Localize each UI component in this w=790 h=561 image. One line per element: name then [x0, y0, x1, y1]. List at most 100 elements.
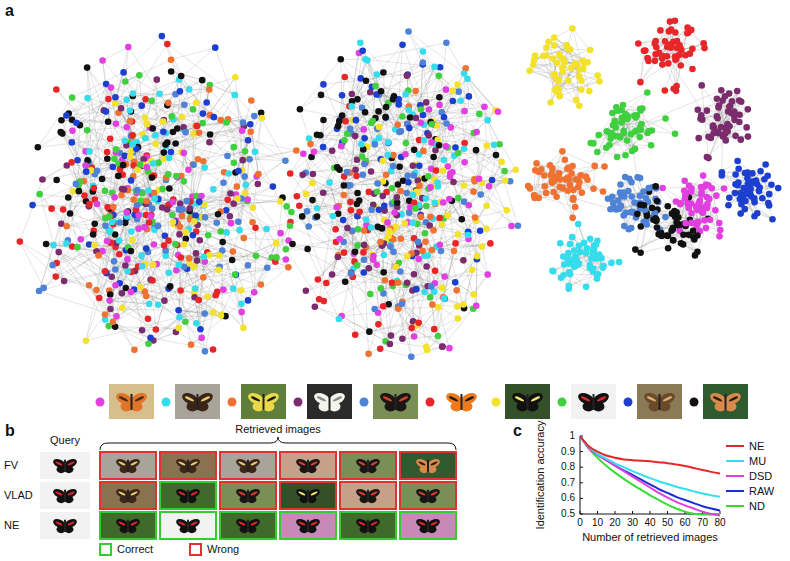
network-node: [251, 113, 258, 120]
network-node: [515, 222, 522, 229]
network-node: [430, 154, 437, 161]
network-node: [320, 189, 327, 196]
network-node: [352, 331, 359, 338]
wing-band: [200, 396, 210, 403]
network-node: [170, 199, 177, 206]
network-node: [150, 160, 157, 167]
network-node: [735, 165, 742, 172]
network-node: [434, 179, 441, 186]
network-node: [127, 107, 134, 114]
network-node: [429, 301, 436, 308]
network-node: [370, 253, 377, 260]
network-node: [348, 103, 355, 110]
network-node: [614, 154, 621, 161]
network-node: [191, 218, 198, 225]
network-node: [594, 149, 601, 156]
wing-band: [238, 461, 246, 466]
legend-label: DSD: [748, 470, 773, 483]
body: [427, 490, 429, 502]
y-tick-label: 0.9: [560, 446, 576, 458]
network-node: [113, 120, 120, 127]
network-node: [396, 129, 403, 136]
wing-band: [67, 461, 75, 466]
network-node: [461, 145, 468, 152]
legend-label: Correct: [116, 543, 154, 556]
network-node: [102, 311, 109, 318]
network-node: [370, 118, 377, 125]
network-node: [193, 250, 200, 257]
network-node: [455, 315, 462, 322]
network-node: [106, 297, 113, 304]
network-node: [68, 139, 75, 146]
network-node: [50, 242, 57, 249]
thumb-ground: [100, 482, 156, 509]
thumb-ground: [280, 482, 336, 509]
network-node: [565, 188, 572, 195]
network-node: [610, 122, 617, 129]
network-node: [161, 242, 168, 249]
network-node: [128, 248, 135, 255]
network-node: [558, 274, 565, 281]
network-node: [200, 110, 207, 117]
network-node: [176, 231, 183, 238]
wing-band: [316, 396, 326, 403]
network-node: [768, 181, 775, 188]
network-node: [718, 172, 725, 179]
network-node: [399, 42, 406, 49]
network-node: [473, 129, 480, 136]
thumb-ground: [220, 482, 276, 509]
network-node: [206, 139, 213, 146]
network-node: [680, 241, 687, 248]
network-node: [572, 204, 579, 211]
wing-band: [298, 461, 306, 466]
network-node: [664, 44, 671, 51]
network-node: [186, 205, 193, 212]
network-node: [299, 213, 306, 220]
body: [329, 394, 331, 410]
network-node: [380, 69, 387, 76]
network-node: [283, 256, 290, 263]
network-node: [555, 77, 562, 84]
body: [307, 490, 309, 502]
wing-band: [358, 461, 366, 466]
network-node: [388, 332, 395, 339]
network-intermediate: [283, 28, 522, 360]
network-node: [168, 68, 175, 75]
network-node: [359, 48, 366, 55]
network-node: [432, 201, 439, 208]
network-node: [238, 300, 245, 307]
network-node: [673, 88, 680, 95]
network-node: [637, 223, 644, 230]
thumb-ground: [160, 512, 216, 539]
network-node: [405, 28, 412, 35]
wing-band: [430, 521, 438, 526]
network-node: [142, 114, 149, 121]
y-tick-label: 1: [568, 430, 576, 442]
wing-band: [448, 396, 458, 403]
network-node: [199, 120, 206, 127]
thumb-ground: [40, 452, 90, 479]
network-node: [164, 139, 171, 146]
result-frame: [280, 482, 336, 509]
class-dot: [558, 398, 567, 407]
network-node: [68, 159, 75, 166]
network-node: [686, 205, 693, 212]
wing-band: [382, 396, 392, 403]
network-node: [341, 74, 348, 81]
network-node: [531, 192, 538, 199]
network-node: [622, 152, 629, 159]
body: [307, 520, 309, 532]
accuracy-curve: [580, 436, 720, 516]
network-node: [238, 309, 245, 316]
network-node: [138, 252, 145, 259]
body: [64, 460, 66, 472]
result-frame: [280, 452, 336, 479]
network-node: [453, 287, 460, 294]
network-node: [143, 293, 150, 300]
network-node: [179, 213, 186, 220]
network-node: [564, 175, 571, 182]
network-node: [644, 89, 651, 96]
network-node: [640, 188, 647, 195]
network-node: [35, 144, 42, 151]
network-node: [53, 86, 60, 93]
